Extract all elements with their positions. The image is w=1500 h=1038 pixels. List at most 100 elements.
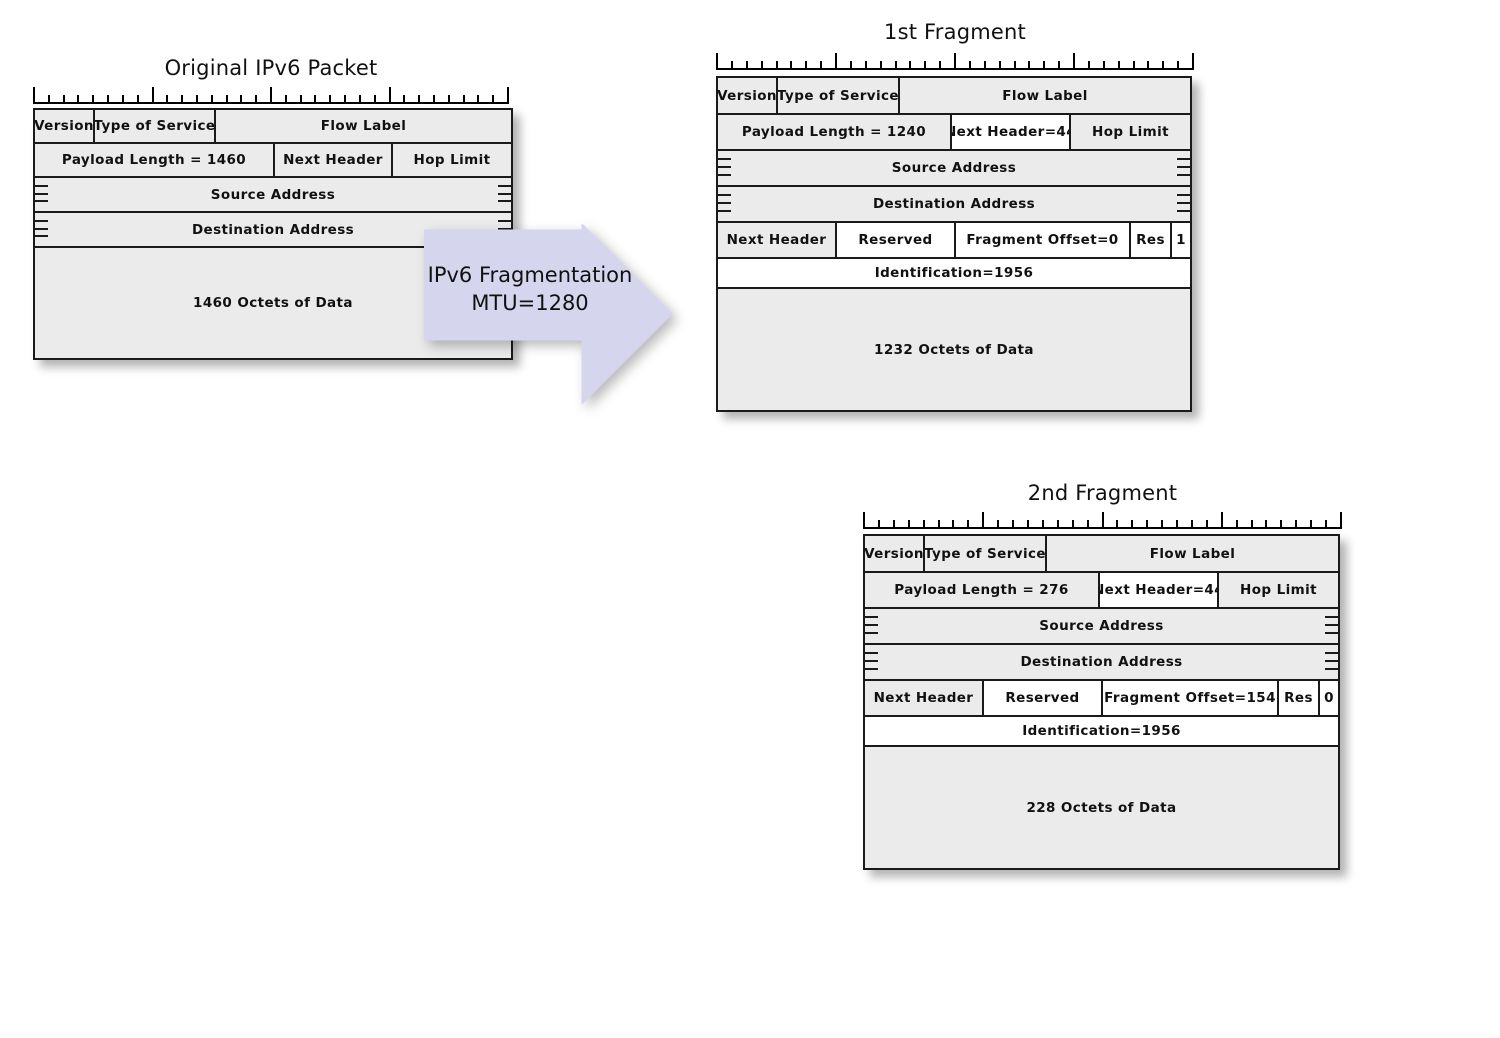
field-hop-limit: Hop Limit (393, 144, 511, 176)
field-destination-address: Destination Address (718, 187, 1190, 221)
field-type-of-service: Type of Service (95, 110, 216, 142)
bit-ruler-fragment-2 (863, 511, 1342, 529)
ruler-tick-2 (745, 61, 748, 70)
field-type-of-service: Type of Service (925, 536, 1047, 571)
ruler-tick-20 (1161, 520, 1164, 529)
ruler-tick-3 (907, 520, 910, 529)
ruler-tick-25 (403, 95, 406, 104)
ruler-tick-26 (418, 95, 421, 104)
ruler-tick-5 (937, 520, 940, 529)
ruler-tick-31 (1325, 520, 1328, 529)
ruler-tick-17 (1116, 520, 1119, 529)
field-flow-label: Flow Label (216, 110, 511, 142)
ruler-tick-32 (1340, 512, 1342, 529)
ruler-tick-1 (730, 61, 733, 70)
ruler-tick-12 (894, 61, 897, 70)
field-hop-limit: Hop Limit (1219, 573, 1338, 607)
field-flow-label: Flow Label (900, 78, 1190, 113)
ruler-tick-15 (255, 95, 258, 104)
ruler-tick-9 (997, 520, 1000, 529)
ruler-tick-27 (432, 95, 435, 104)
ruler-tick-4 (922, 520, 925, 529)
ruler-tick-12 (1041, 520, 1044, 529)
ruler-tick-2 (62, 95, 65, 104)
field-228-octets-of-data: 228 Octets of Data (865, 747, 1338, 868)
ruler-tick-26 (1250, 520, 1253, 529)
ruler-tick-24 (1073, 53, 1075, 70)
ruler-tick-23 (1205, 520, 1208, 529)
ruler-tick-6 (952, 520, 955, 529)
field-payload-length-1460: Payload Length = 1460 (35, 144, 275, 176)
row-data: 1232 Octets of Data (718, 289, 1190, 410)
field-version: Version (865, 536, 925, 571)
ruler-tick-13 (225, 95, 228, 104)
ruler-tick-17 (968, 61, 971, 70)
row-identification: Identification=1956 (718, 259, 1190, 289)
ruler-tick-19 (1146, 520, 1149, 529)
ruler-tick-20 (329, 95, 332, 104)
ruler-tick-25 (1235, 520, 1238, 529)
ruler-tick-4 (92, 95, 95, 104)
field-0: 0 (1320, 681, 1338, 715)
bit-ruler-fragment-1 (716, 52, 1194, 70)
ruler-tick-16 (954, 53, 956, 70)
ruler-tick-11 (195, 95, 198, 104)
field-fragment-offset-154: Fragment Offset=154 (1103, 681, 1279, 715)
field-1232-octets-of-data: 1232 Octets of Data (718, 289, 1190, 410)
ruler-tick-5 (790, 61, 793, 70)
ruler-tick-11 (879, 61, 882, 70)
field-reserved: Reserved (837, 223, 956, 257)
ruler-tick-29 (1147, 61, 1150, 70)
ruler-tick-29 (462, 95, 465, 104)
ruler-tick-22 (1190, 520, 1193, 529)
row-identification: Identification=1956 (865, 717, 1338, 747)
field-next-header: Next Header (718, 223, 837, 257)
ruler-tick-22 (358, 95, 361, 104)
ruler-tick-8 (835, 53, 837, 70)
ruler-tick-30 (477, 95, 480, 104)
ruler-tick-5 (107, 95, 110, 104)
packet-title-fragment-2: 2nd Fragment (1027, 481, 1178, 505)
field-version: Version (35, 110, 95, 142)
ruler-tick-13 (1056, 520, 1059, 529)
fragmentation-arrow (423, 222, 673, 406)
field-res: Res (1131, 223, 1172, 257)
ruler-tick-21 (1028, 61, 1031, 70)
ruler-tick-7 (820, 61, 823, 70)
ruler-tick-23 (373, 95, 376, 104)
field-fragment-offset-0: Fragment Offset=0 (956, 223, 1131, 257)
ruler-tick-8 (982, 512, 985, 529)
ruler-tick-18 (1131, 520, 1134, 529)
ruler-tick-19 (998, 61, 1001, 70)
ruler-tick-9 (166, 95, 169, 104)
ruler-tick-7 (136, 95, 139, 104)
field-destination-address: Destination Address (865, 645, 1338, 679)
ruler-tick-14 (1071, 520, 1074, 529)
ruler-tick-3 (77, 95, 80, 104)
ruler-tick-21 (344, 95, 347, 104)
field-identification-1956: Identification=1956 (865, 717, 1338, 745)
field-source-address: Source Address (718, 151, 1190, 185)
field-next-header-44: Next Header=44 (1100, 573, 1219, 607)
ruler-tick-2 (892, 520, 895, 529)
field-res: Res (1279, 681, 1320, 715)
ruler-tick-17 (284, 95, 287, 104)
field-reserved: Reserved (984, 681, 1103, 715)
ruler-tick-26 (1102, 61, 1105, 70)
ruler-tick-6 (121, 95, 124, 104)
row-destination-address: Destination Address (718, 187, 1190, 223)
ruler-tick-32 (507, 87, 509, 104)
ruler-tick-15 (1086, 520, 1089, 529)
field-source-address: Source Address (865, 609, 1338, 643)
packet-title-fragment-1: 1st Fragment (884, 20, 1026, 44)
ruler-tick-27 (1265, 520, 1268, 529)
arrow-shape (423, 222, 673, 406)
field-type-of-service: Type of Service (778, 78, 900, 113)
field-1: 1 (1172, 223, 1190, 257)
ruler-tick-25 (1087, 61, 1090, 70)
